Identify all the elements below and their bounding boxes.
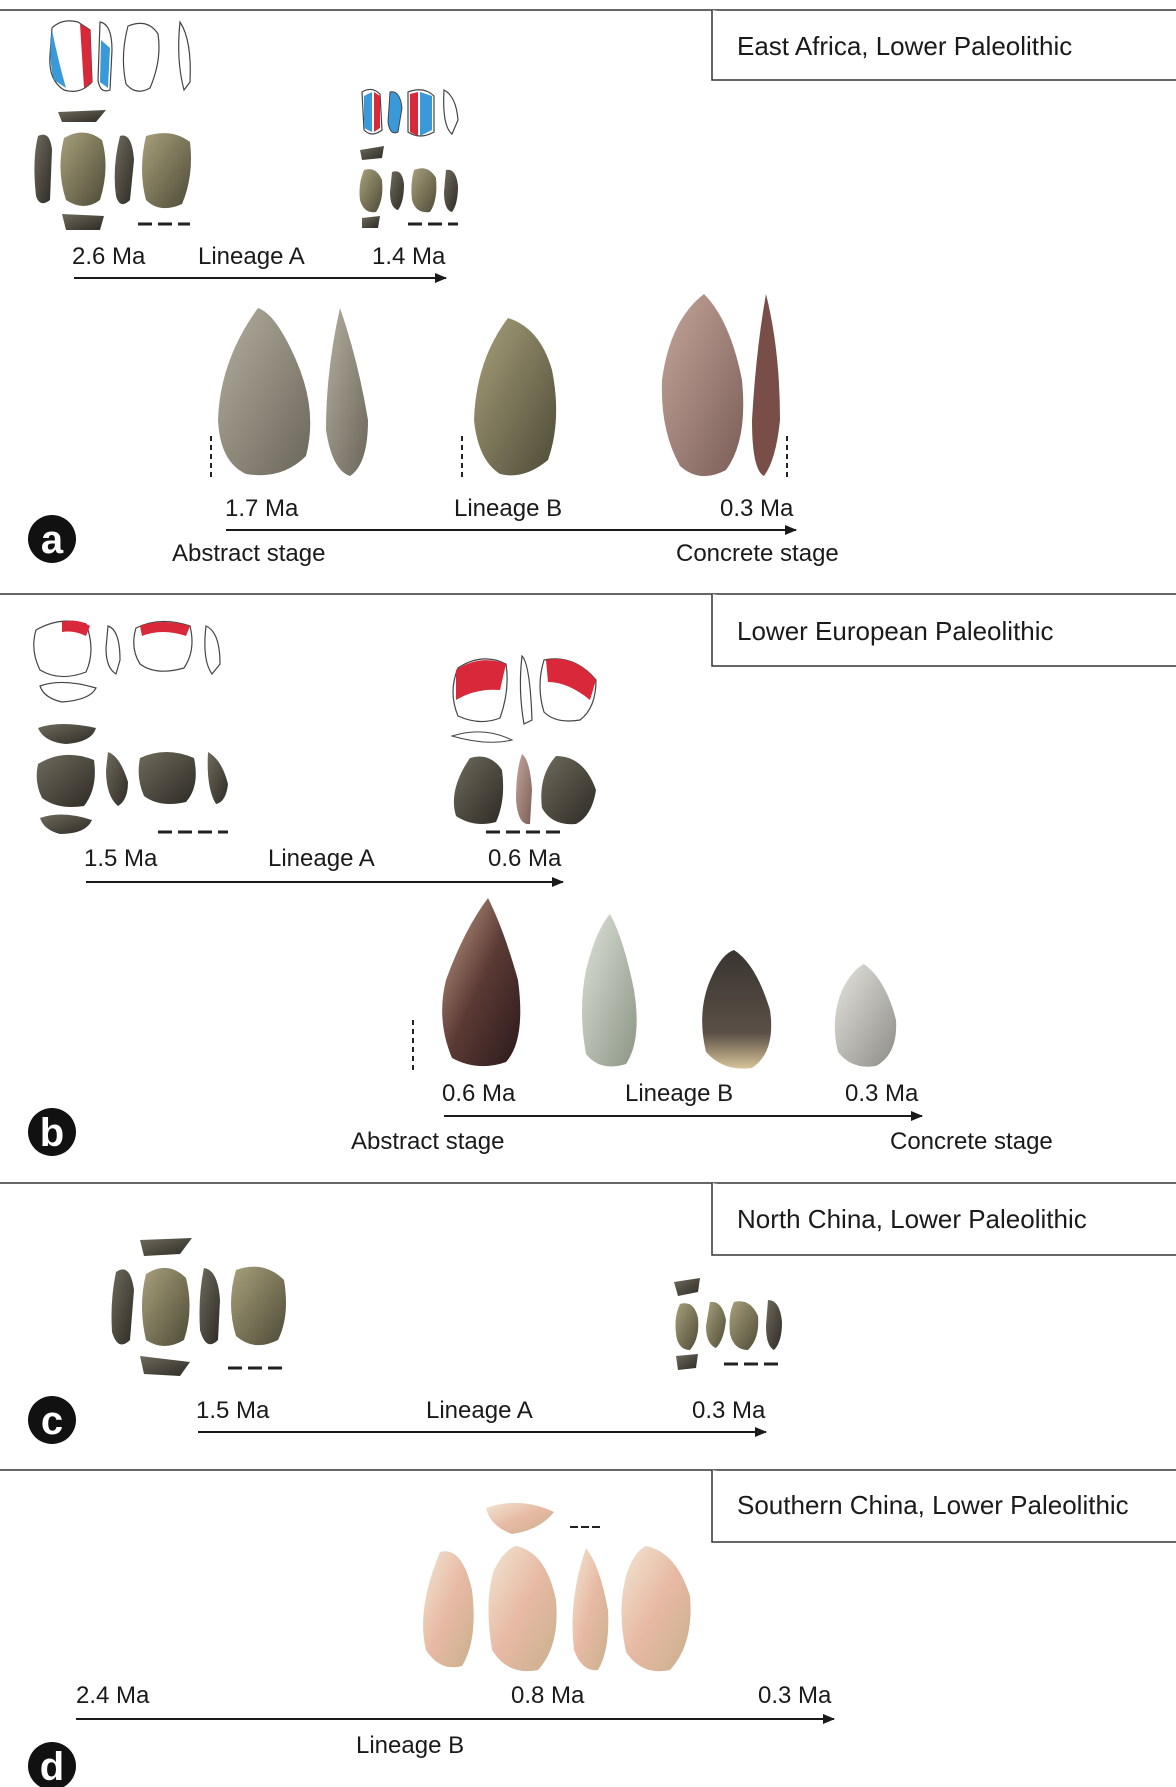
region-label-c: North China, Lower Paleolithic [737,1204,1087,1234]
concrete-stage-label-a: Concrete stage [676,540,839,567]
lineage-b-start-age-d: 2.4 Ma [76,1682,150,1709]
lineage-a-end-age-b: 0.6 Ma [488,845,562,872]
abstract-stage-label-b: Abstract stage [351,1128,504,1155]
lineage-b-panel-a-late-photos [454,754,596,832]
lineage-a-early-photos [34,110,191,230]
lineage-b-mid-age-d: 0.8 Ma [511,1682,585,1709]
lineage-b-start-age-a: 1.7 Ma [225,495,299,522]
svg-text:b: b [40,1111,64,1155]
region-box-d: Southern China, Lower Paleolithic [712,1470,1176,1542]
lineage-b-panel-a-late-drawings [452,656,596,742]
lineage-a-label-b: Lineage A [268,845,375,872]
region-label-b: Lower European Paleolithic [737,616,1054,646]
lineage-a-label-a: Lineage A [198,243,305,270]
lineage-b-panel-a-early-photos [37,724,228,834]
panel-letter-c: c [28,1396,76,1444]
lineage-a-end-age-c: 0.3 Ma [692,1397,766,1424]
panel-letter-a: a [28,515,76,563]
lineage-b-label-b: Lineage B [625,1080,733,1107]
abstract-stage-label-a: Abstract stage [172,540,325,567]
lineage-a-late-drawings [362,89,458,136]
svg-text:d: d [40,1745,64,1787]
lineage-b-handaxes-d [423,1503,691,1671]
lineage-a-end-age-a: 1.4 Ma [372,243,446,270]
lineage-b-label-a: Lineage B [454,495,562,522]
panel-letter-b: b [28,1108,76,1156]
lineage-b-handaxes-b [413,898,896,1070]
panel-a: East Africa, Lower Paleolithic [0,10,1176,567]
lineage-b-panel-a-early-drawings [34,621,220,702]
svg-text:c: c [41,1399,63,1443]
lineage-b-end-age-b: 0.3 Ma [845,1080,919,1107]
lineage-a-early-drawings [50,21,191,92]
lineage-b-end-age-a: 0.3 Ma [720,495,794,522]
region-box-a: East Africa, Lower Paleolithic [712,10,1176,80]
lineage-a-start-age-c: 1.5 Ma [196,1397,270,1424]
region-label-a: East Africa, Lower Paleolithic [737,31,1072,61]
svg-text:a: a [41,518,64,562]
lineage-b-label-d: Lineage B [356,1732,464,1759]
lineage-b-start-age-b: 0.6 Ma [442,1080,516,1107]
lineage-a-late-photos-c [674,1278,782,1370]
lineage-a-late-photos [360,146,459,228]
lineage-b-handaxes-a [211,294,787,478]
lineage-a-early-photos-c [112,1238,287,1376]
lineage-b-end-age-d: 0.3 Ma [758,1682,832,1709]
region-box-b: Lower European Paleolithic [712,594,1176,666]
panel-c: North China, Lower Paleolithic 1.5 Ma Li… [0,1183,1176,1444]
panel-b: Lower European Paleolithic [0,594,1176,1156]
concrete-stage-label-b: Concrete stage [890,1128,1053,1155]
region-box-c: North China, Lower Paleolithic [712,1183,1176,1255]
panel-d: Southern China, Lower Paleolithic 2.4 Ma… [0,1470,1176,1787]
panel-letter-d: d [28,1742,76,1787]
lineage-a-start-age-a: 2.6 Ma [72,243,146,270]
lineage-a-start-age-b: 1.5 Ma [84,845,158,872]
lineage-a-label-c: Lineage A [426,1397,533,1424]
region-label-d: Southern China, Lower Paleolithic [737,1490,1129,1520]
